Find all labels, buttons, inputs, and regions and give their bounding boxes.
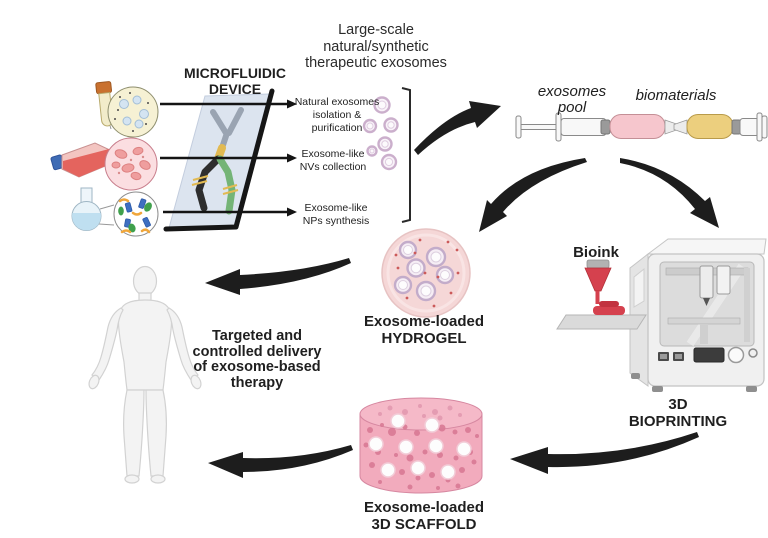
exosomes-pool-label: exosomes pool (537, 83, 607, 117)
exosomes-syringe-icon (515, 112, 666, 142)
delivery-label: Targeted and controlled delivery of exos… (192, 328, 322, 391)
output-label-natural-exosomes: Natural exosomes isolation & purificatio… (294, 96, 380, 134)
curved-arrows (205, 101, 719, 478)
scaffold-icon (359, 397, 483, 494)
biomaterials-syringe-icon (686, 112, 768, 142)
curved-arrow-to-syringes (414, 101, 501, 155)
synthesis-flask-icon (71, 187, 159, 237)
blood-sample-tube-icon (95, 81, 159, 138)
curved-arrow-to-printer (620, 158, 719, 228)
human-figure-icon (88, 265, 202, 484)
curved-arrow-to-hydrogel (479, 158, 587, 232)
flow-arrow-1 (160, 99, 297, 109)
arrow-hydrogel-to-patient (205, 258, 351, 295)
arrow-scaffold-to-patient (208, 445, 353, 478)
flow-arrow-3 (163, 207, 297, 217)
syringe-mixing-icon (515, 112, 768, 142)
biomaterials-label: biomaterials (635, 87, 717, 104)
microfluidic-device-label: MICROFLUIDIC DEVICE (184, 65, 286, 97)
sample-flow-arrows (160, 99, 297, 217)
diagram-title: Large-scale natural/synthetic therapeuti… (305, 22, 447, 72)
exosomes-cluster-icon (362, 96, 399, 171)
output-label-exosome-like-nvs: Exosome-like NVs collection (299, 148, 367, 173)
bioink-dispenser-icon (556, 259, 647, 330)
hydrogel-label: Exosome-loaded HYDROGEL (363, 313, 485, 347)
bioprinter-icon (629, 238, 767, 392)
arrow-printer-to-scaffold (510, 432, 699, 474)
microfluidic-chip-icon (163, 88, 275, 232)
bracket-icon (401, 87, 411, 223)
cell-culture-flask-icon (50, 137, 158, 191)
output-label-exosome-like-nps: Exosome-like NPs synthesis (302, 202, 370, 227)
hydrogel-icon (381, 228, 471, 318)
flow-arrow-2 (160, 153, 297, 163)
scaffold-label: Exosome-loaded 3D SCAFFOLD (363, 499, 485, 533)
bioink-label: Bioink (573, 244, 619, 261)
bioprinting-label: 3D BIOPRINTING (628, 396, 728, 431)
